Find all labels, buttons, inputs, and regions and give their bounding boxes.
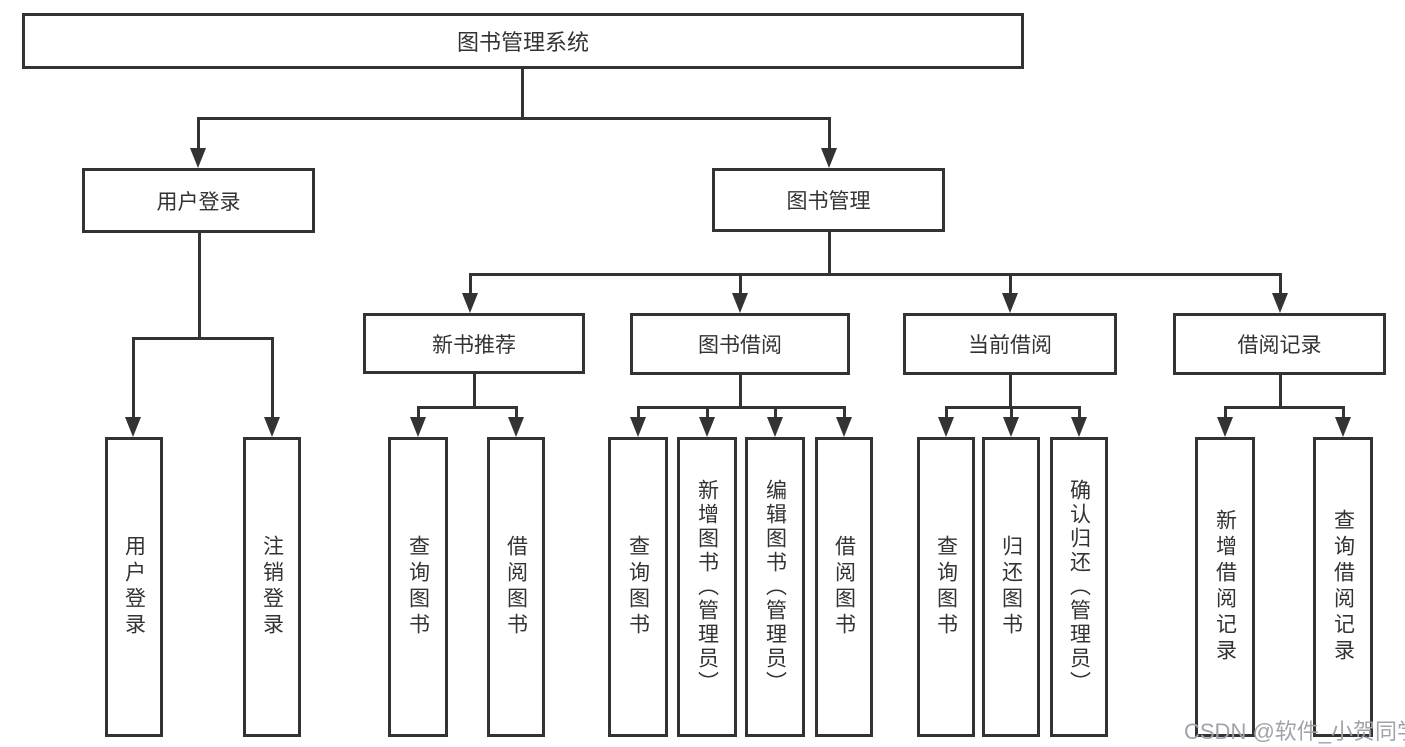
arrow-down-icon <box>938 417 954 437</box>
connector-bookborrow-stem <box>739 375 742 407</box>
connector-newbooks-rail <box>417 406 518 409</box>
connector-records-stem <box>1279 375 1282 407</box>
connector-bookmgmt-drop-1 <box>469 273 472 295</box>
leaf-bb-query-books: 查询图书 <box>608 437 668 737</box>
connector-bookmgmt-drop-2 <box>739 273 742 295</box>
connector-currentborrow-drop-3 <box>1078 406 1081 419</box>
connector-root-drop-right <box>828 117 831 150</box>
arrow-down-icon <box>732 293 748 313</box>
leaf-bb-edit-books-admin: 编辑图书（管理员） <box>745 437 805 737</box>
connector-currentborrow-stem <box>1009 375 1012 407</box>
leaf-cb-confirm-return-admin: 确认归还（管理员） <box>1050 437 1108 737</box>
leaf-nb-query-books: 查询图书 <box>388 437 448 737</box>
connector-bookmgmt-stem <box>828 232 831 274</box>
arrow-down-icon <box>1071 417 1087 437</box>
arrow-down-icon <box>462 293 478 313</box>
connector-root-rail <box>197 117 831 120</box>
node-user-login: 用户登录 <box>82 168 315 233</box>
leaf-br-add-record: 新增借阅记录 <box>1195 437 1255 737</box>
arrow-down-icon <box>190 148 206 168</box>
arrow-down-icon <box>630 417 646 437</box>
connector-newbooks-stem <box>473 373 476 409</box>
connector-bookborrow-drop-3 <box>774 406 777 419</box>
leaf-cb-query-books: 查询图书 <box>917 437 975 737</box>
connector-newbooks-drop-1 <box>417 406 420 419</box>
node-book-management: 图书管理 <box>712 168 945 232</box>
connector-bookmgmt-drop-3 <box>1009 273 1012 295</box>
leaf-br-query-record: 查询借阅记录 <box>1313 437 1373 737</box>
connector-bookborrow-drop-4 <box>843 406 846 419</box>
connector-root-stem <box>521 69 524 118</box>
connector-userlogin-stem <box>198 233 201 337</box>
arrow-down-icon <box>1002 293 1018 313</box>
arrow-down-icon <box>767 417 783 437</box>
arrow-down-icon <box>264 417 280 437</box>
leaf-logout: 注销登录 <box>243 437 301 737</box>
connector-currentborrow-drop-1 <box>945 406 948 419</box>
node-root-library-system: 图书管理系统 <box>22 13 1024 69</box>
connector-userlogin-rail <box>132 337 274 340</box>
arrow-down-icon <box>836 417 852 437</box>
arrow-down-icon <box>508 417 524 437</box>
connector-bookmgmt-drop-4 <box>1279 273 1282 295</box>
connector-bookborrow-rail <box>637 406 846 409</box>
leaf-bb-add-books-admin: 新增图书（管理员） <box>677 437 737 737</box>
arrow-down-icon <box>125 417 141 437</box>
connector-newbooks-drop-2 <box>515 406 518 419</box>
arrow-down-icon <box>1003 417 1019 437</box>
arrow-down-icon <box>1335 417 1351 437</box>
node-current-borrowing: 当前借阅 <box>903 313 1117 375</box>
connector-bookmgmt-rail <box>469 273 1282 276</box>
connector-records-drop-2 <box>1342 406 1345 419</box>
connector-currentborrow-drop-2 <box>1010 406 1013 419</box>
watermark: CSDN @软件_小贺同学 <box>1184 719 1405 744</box>
node-borrow-records: 借阅记录 <box>1173 313 1386 375</box>
connector-records-drop-1 <box>1224 406 1227 419</box>
leaf-user-login: 用户登录 <box>105 437 163 737</box>
connector-root-drop-left <box>197 117 200 150</box>
connector-bookborrow-drop-2 <box>706 406 709 419</box>
arrow-down-icon <box>1217 417 1233 437</box>
arrow-down-icon <box>699 417 715 437</box>
node-new-book-recommend: 新书推荐 <box>363 313 585 374</box>
connector-currentborrow-rail <box>945 406 1081 409</box>
connector-userlogin-drop-2 <box>271 337 274 419</box>
connector-bookborrow-drop-1 <box>637 406 640 419</box>
arrow-down-icon <box>821 148 837 168</box>
node-book-borrowing: 图书借阅 <box>630 313 850 375</box>
arrow-down-icon <box>1272 293 1288 313</box>
leaf-bb-borrow-books: 借阅图书 <box>815 437 873 737</box>
leaf-cb-return-books: 归还图书 <box>982 437 1040 737</box>
connector-records-rail <box>1224 406 1345 409</box>
connector-userlogin-drop-1 <box>132 337 135 419</box>
arrow-down-icon <box>410 417 426 437</box>
leaf-nb-borrow-books: 借阅图书 <box>487 437 545 737</box>
